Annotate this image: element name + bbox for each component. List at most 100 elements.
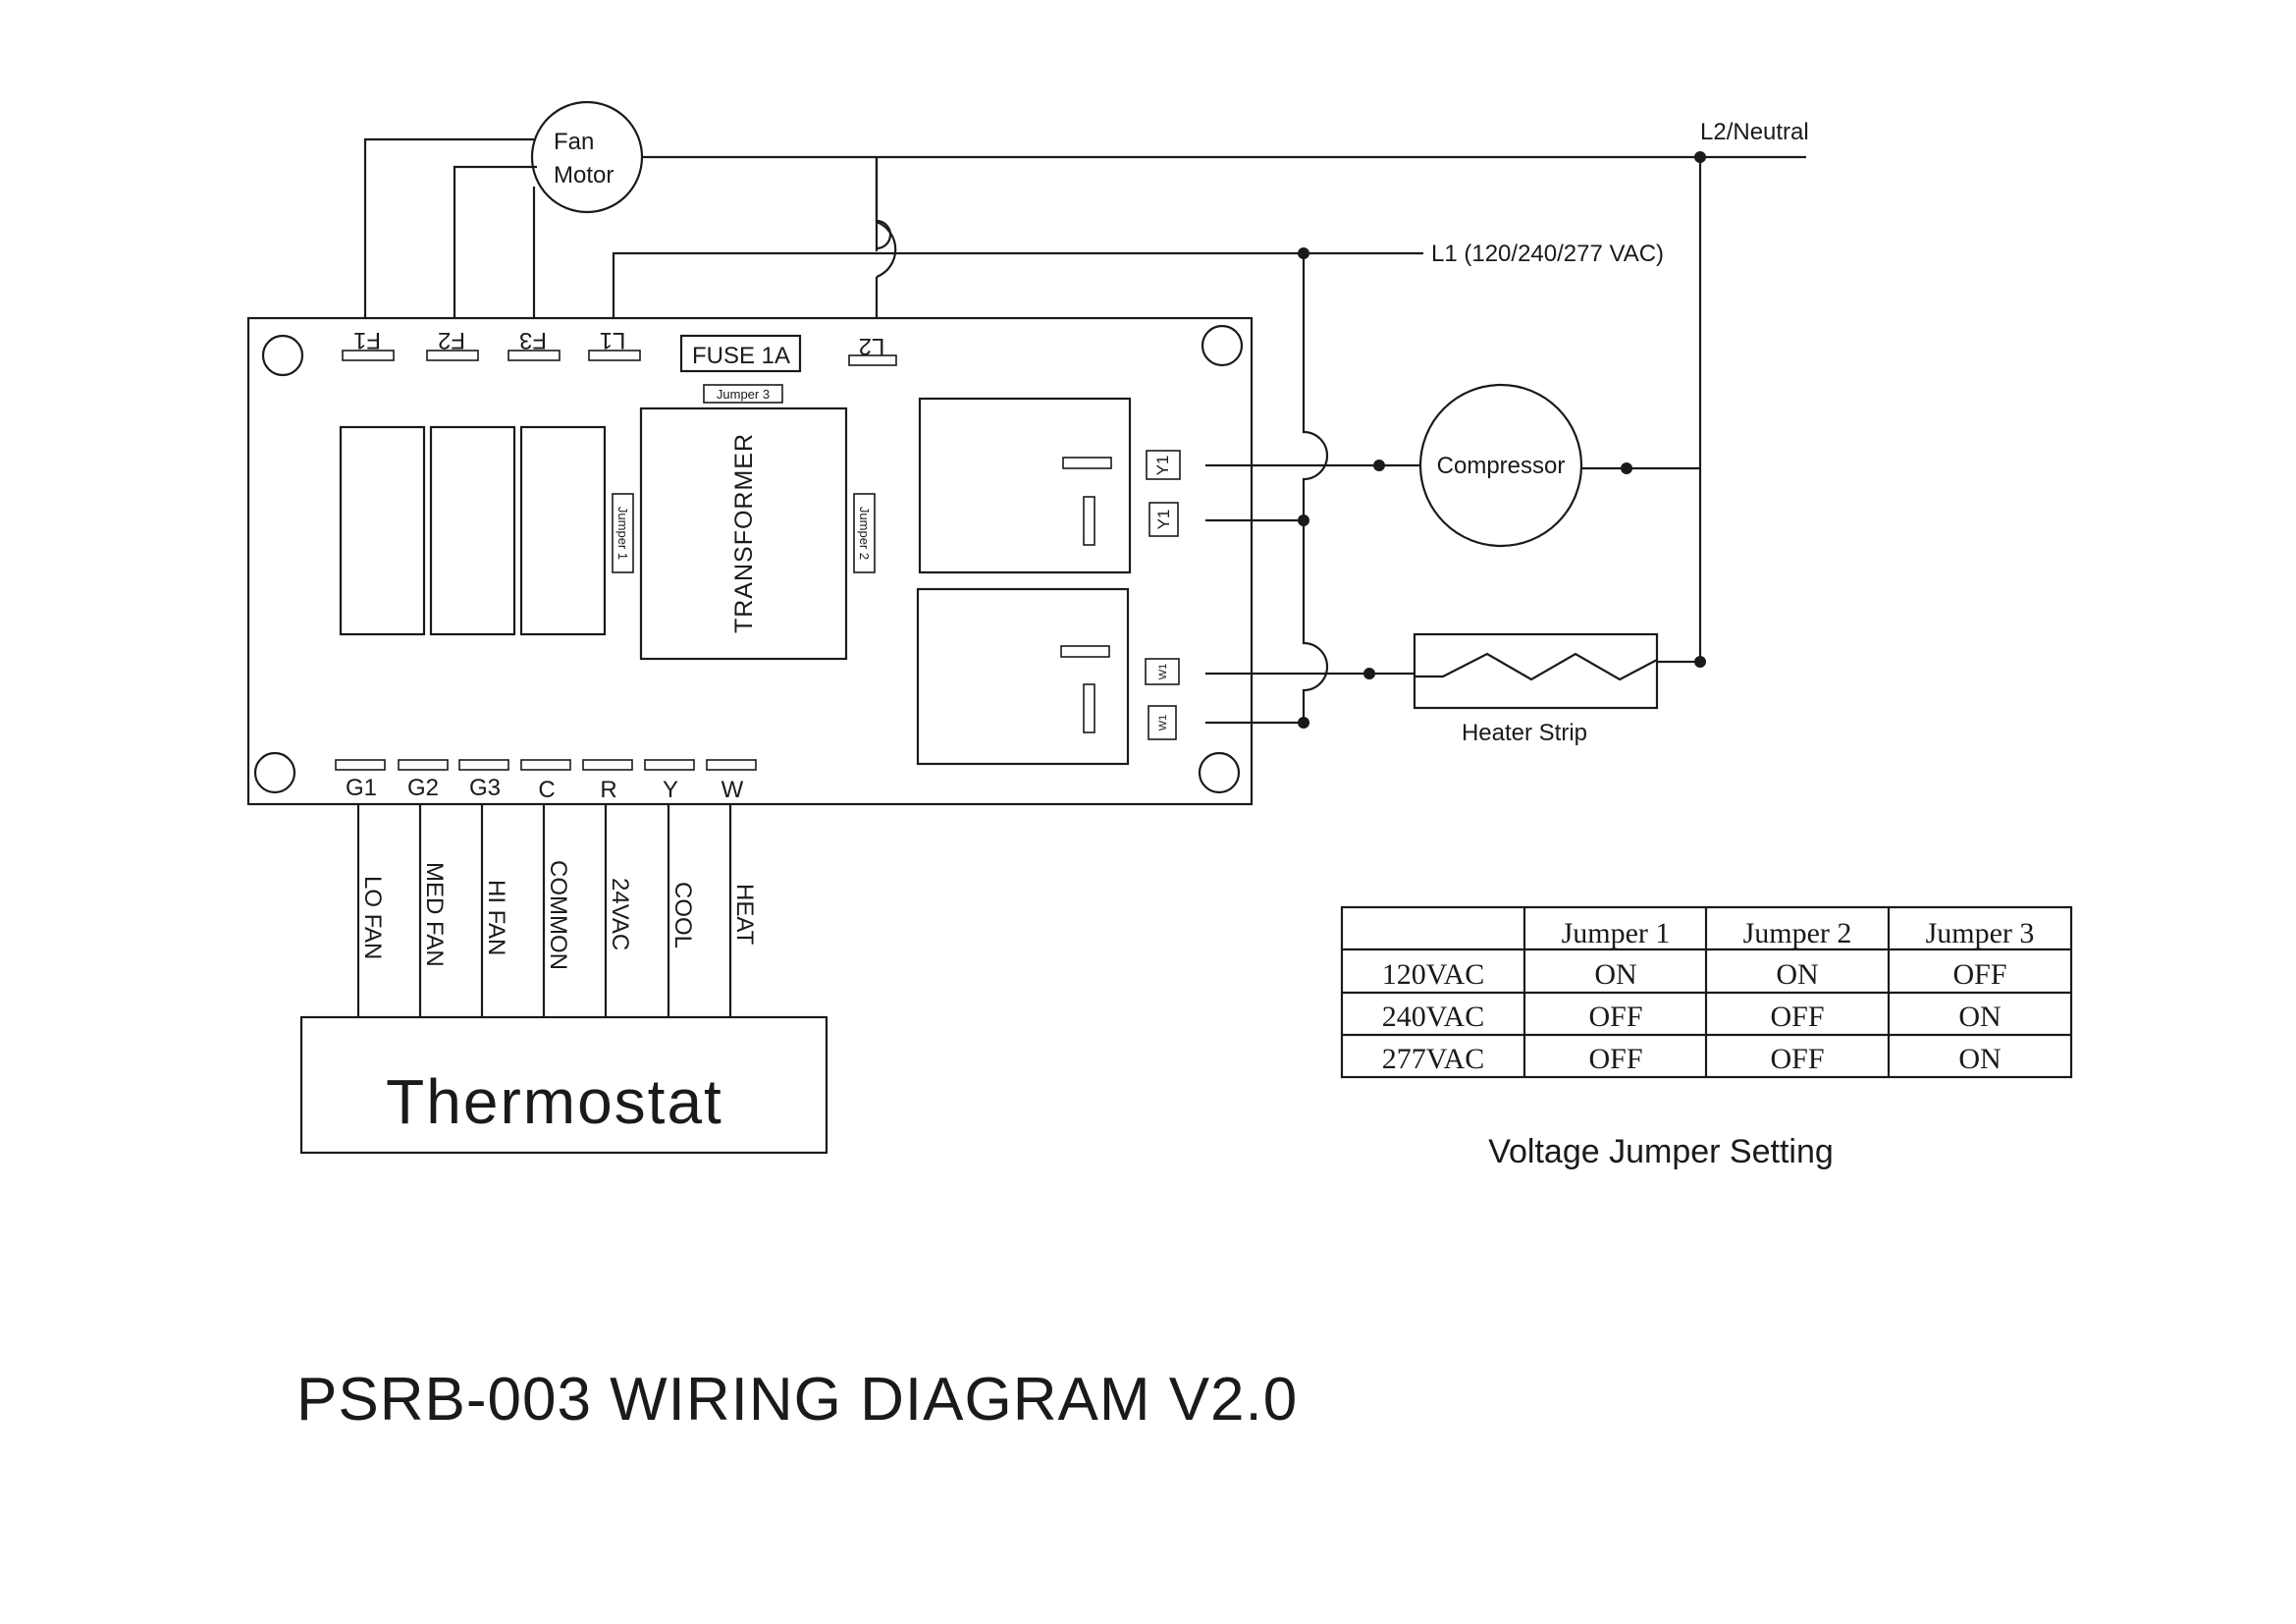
table-cell: OFF [1952, 958, 2006, 991]
terminal-f2 [426, 350, 479, 361]
fan-motor [530, 100, 644, 214]
table-cell: OFF [1588, 1043, 1642, 1075]
table-cell: 277VAC [1382, 1043, 1484, 1075]
fan-relay-1 [339, 425, 426, 636]
relay-contact [1060, 645, 1110, 658]
terminal-r-label: R [600, 777, 616, 803]
wire-label-24vac: 24VAC [607, 878, 633, 950]
terminal-y-label: Y [663, 777, 678, 803]
relay-contact [1083, 683, 1095, 733]
terminal-r [582, 759, 633, 771]
mount-hole [261, 334, 304, 377]
table-cell: ON [1958, 1001, 2001, 1033]
jumper-1 [612, 493, 634, 573]
jumper-3-label: Jumper 3 [717, 387, 770, 402]
table-header-jumper-3: Jumper 3 [1926, 917, 2035, 949]
table-cell: ON [1594, 958, 1636, 991]
table-header-jumper-2: Jumper 2 [1743, 917, 1852, 949]
terminal-f2-label: F2 [438, 327, 465, 353]
l2-wire [875, 157, 892, 251]
table-cell: 240VAC [1382, 1001, 1484, 1033]
terminal-w1-b-label: W1 [1157, 715, 1169, 731]
thermostat [299, 1015, 828, 1155]
terminal-l2-label: L2 [859, 333, 885, 359]
table-cell: OFF [1770, 1043, 1824, 1075]
mount-hole [1201, 324, 1244, 367]
terminal-c [520, 759, 571, 771]
compressor [1418, 383, 1583, 548]
wire-label-hi-fan: HI FAN [483, 880, 509, 955]
fan-motor-label-1: Fan [554, 129, 594, 155]
fan-motor-label-2: Motor [554, 162, 614, 189]
l1-label: L1 (120/240/277 VAC) [1431, 241, 1664, 267]
terminal-l1 [588, 350, 641, 361]
compressor-label: Compressor [1437, 453, 1566, 479]
terminal-w1-a [1145, 658, 1180, 685]
thermostat-wire-labels: LO FAN MED FAN HI FAN COMMON 24VAC COOL … [359, 860, 758, 970]
mount-hole [1198, 751, 1241, 794]
terminal-f1 [342, 350, 395, 361]
wire-label-med-fan: MED FAN [421, 862, 448, 967]
heater-label: Heater Strip [1462, 720, 1587, 746]
heater-strip [1413, 632, 1659, 710]
transformer [639, 406, 848, 661]
relay-terminals: Y1 Y1 W1 W1 [1145, 450, 1181, 740]
thermostat-wires [356, 805, 732, 1017]
terminal-w1-a-label: W1 [1157, 664, 1169, 680]
jumper-2 [853, 493, 876, 573]
terminal-g1-label: G1 [346, 775, 377, 801]
compressor-return-dot [1621, 462, 1632, 474]
jumper-table: Jumper 1 Jumper 2 Jumper 3 120VAC ON ON … [1340, 905, 2073, 1079]
terminal-y1-b-label: Y1 [1154, 510, 1173, 530]
terminal-y [644, 759, 695, 771]
wire-label-cool: COOL [669, 882, 696, 948]
jumper-2-label: Jumper 2 [857, 507, 872, 560]
f2-wire [453, 165, 537, 319]
table-cell: ON [1958, 1043, 2001, 1075]
terminal-g2 [398, 759, 449, 771]
wire-label-lo-fan: LO FAN [359, 876, 386, 959]
wire-label-common: COMMON [545, 860, 571, 970]
fuse-label: FUSE 1A [692, 343, 790, 369]
fuse [679, 334, 802, 373]
wire-label-heat: HEAT [731, 884, 758, 946]
terminal-w-label: W [721, 777, 744, 803]
jumper-1-label: Jumper 1 [615, 507, 630, 560]
terminal-f3 [507, 350, 561, 361]
fan-relay-2 [429, 425, 516, 636]
terminal-y1-a [1146, 450, 1181, 480]
relay-contact [1083, 496, 1095, 546]
terminal-f3-label: F3 [519, 327, 547, 353]
heater-neutral-dot [1694, 656, 1706, 668]
terminal-c-label: C [538, 777, 555, 803]
terminal-l1-label: L1 [600, 327, 626, 353]
terminal-w [706, 759, 757, 771]
transformer-label: TRANSFORMER [730, 433, 758, 633]
terminal-g1 [335, 759, 386, 771]
l1-bus [1302, 253, 1329, 727]
terminal-y1-a-label: Y1 [1153, 456, 1172, 476]
table-cell: OFF [1588, 1001, 1642, 1033]
diagram-title: PSRB-003 WIRING DIAGRAM V2.0 [296, 1366, 1298, 1434]
table-cell: OFF [1770, 1001, 1824, 1033]
heater-junction-dot [1363, 668, 1375, 679]
jumper-table-caption: Voltage Jumper Setting [1488, 1133, 1834, 1170]
terminal-l2 [848, 354, 897, 366]
thermostat-label: Thermostat [386, 1066, 723, 1137]
top-terminals: F1 F2 F3 L1 L2 [342, 327, 897, 366]
terminal-g3-label: G3 [469, 775, 501, 801]
terminal-g2-label: G2 [407, 775, 439, 801]
terminal-w1-b [1148, 705, 1177, 740]
compressor-relay [918, 397, 1132, 574]
l1-wire [612, 251, 1423, 339]
heater-relay [916, 587, 1130, 766]
terminal-f1-label: F1 [353, 327, 381, 353]
relay-contact [1062, 457, 1112, 469]
f1-wire [363, 137, 534, 319]
jumper-3 [703, 384, 783, 404]
terminal-y1-b [1148, 502, 1179, 537]
table-cell: ON [1776, 958, 1818, 991]
fan-relay-3 [519, 425, 607, 636]
neutral-label: L2/Neutral [1700, 119, 1809, 145]
